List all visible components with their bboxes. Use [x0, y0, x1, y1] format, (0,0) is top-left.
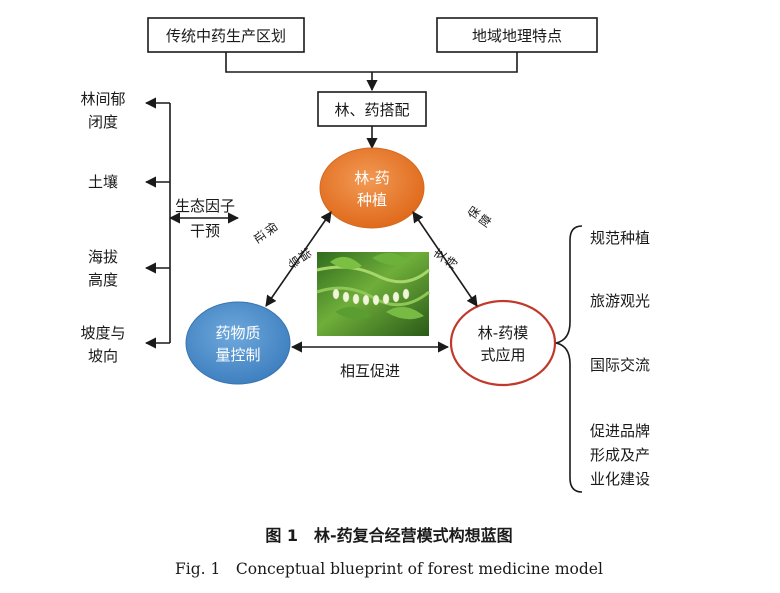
application-standard: 规范种植 — [590, 229, 650, 247]
box-traditional-zoning-label: 传统中药生产区划 — [166, 27, 286, 45]
plant-photo — [316, 252, 430, 336]
application-brand: 促进品牌 形成及产 业化建设 — [590, 422, 650, 488]
planting-line2: 种植 — [357, 191, 387, 209]
box-geography-label: 地域地理特点 — [472, 27, 562, 45]
factor-altitude: 海拔 高度 — [88, 248, 118, 289]
eco-factor-line2: 干预 — [190, 222, 220, 240]
caption-english: Fig. 1 Conceptual blueprint of forest me… — [175, 560, 603, 578]
edge-label-guide: 指 导 — [284, 245, 315, 271]
factor-slope-line2: 坡向 — [88, 347, 118, 365]
box-traditional-zoning: 传统中药生产区划 — [147, 17, 305, 53]
circle-model-application: 林-药模 式应用 — [449, 299, 557, 387]
edge-planting-quality — [265, 211, 332, 307]
application-brand-line3: 业化建设 — [590, 470, 650, 488]
top-connector — [225, 52, 518, 73]
application-international: 国际交流 — [590, 356, 650, 374]
factor-altitude-line2: 高度 — [88, 271, 118, 289]
application-brand-line2: 形成及产 — [590, 446, 650, 464]
edge-label-mutual: 相互促进 — [340, 362, 400, 380]
circle-quality-control: 药物质 量控制 — [185, 301, 291, 385]
application-tourism: 旅游观光 — [590, 292, 650, 310]
quality-line1: 药物质 — [215, 324, 260, 342]
edge-planting-model — [412, 211, 478, 307]
eco-factor-label: 生态因子 干预 — [175, 197, 235, 240]
factor-canopy: 林间郁 闭度 — [80, 90, 125, 131]
circle-planting: 林-药 种植 — [319, 147, 425, 229]
model-line2: 式应用 — [480, 346, 525, 364]
factor-slope: 坡度与 坡向 — [80, 324, 125, 365]
edge-label-support: 支 持 — [431, 246, 461, 272]
quality-line2: 量控制 — [215, 346, 260, 364]
edge-label-ensure: 保 障 — [465, 204, 495, 230]
model-line1: 林-药模 — [478, 324, 528, 342]
factor-altitude-line1: 海拔 — [88, 248, 118, 266]
box-pairing: 林、药搭配 — [317, 91, 427, 127]
caption-chinese: 图 1 林-药复合经营模式构想蓝图 — [265, 526, 512, 545]
application-brand-line1: 促进品牌 — [590, 422, 650, 440]
box-geography: 地域地理特点 — [436, 17, 598, 53]
planting-line1: 林-药 — [354, 169, 389, 187]
factor-soil: 土壤 — [88, 173, 118, 191]
application-brace — [555, 225, 583, 493]
factor-slope-line1: 坡度与 — [80, 324, 125, 342]
eco-factor-line1: 生态因子 — [175, 197, 235, 215]
box-pairing-label: 林、药搭配 — [334, 101, 409, 119]
factor-canopy-line2: 闭度 — [88, 113, 118, 131]
edge-label-guarantee: 保 证 — [250, 220, 280, 246]
factor-canopy-line1: 林间郁 — [80, 90, 125, 108]
